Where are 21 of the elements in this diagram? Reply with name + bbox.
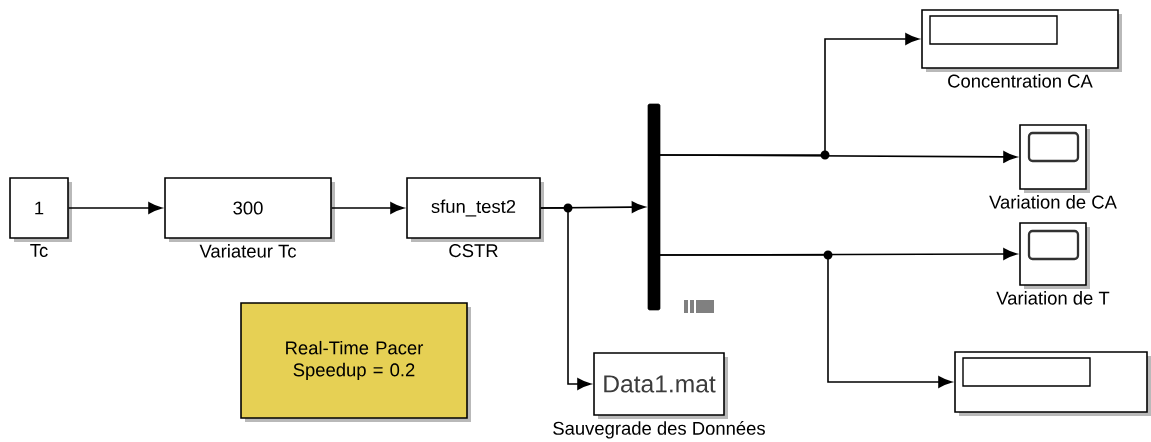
block-box: 300: [164, 177, 335, 242]
display-block: [921, 9, 1122, 72]
signal-line: [331, 202, 404, 214]
block-label: Variation de CA: [989, 195, 1117, 209]
pacer-block: Real-Time Pacer Speedup = 0.2: [240, 302, 471, 422]
file-block: Data1.mat: [593, 352, 728, 419]
signal-line: [659, 151, 1017, 163]
block-label: Sauvegrade des Données: [553, 421, 765, 439]
block-label: Concentration CA: [948, 74, 1093, 88]
display-block: [954, 351, 1151, 416]
signal-line: [540, 207, 591, 390]
block-label: Variateur Tc: [199, 244, 297, 258]
block-label: CSTR: [449, 244, 498, 258]
block-box: sfun_test2: [406, 177, 544, 242]
block-label: Tc: [30, 244, 48, 257]
block-box: 1: [9, 177, 72, 242]
signal-line: [68, 202, 162, 214]
scope-block: [1019, 124, 1090, 193]
block-label: Variation de T: [996, 291, 1110, 305]
scope-block: [1019, 222, 1090, 289]
signal-line: [659, 254, 952, 388]
